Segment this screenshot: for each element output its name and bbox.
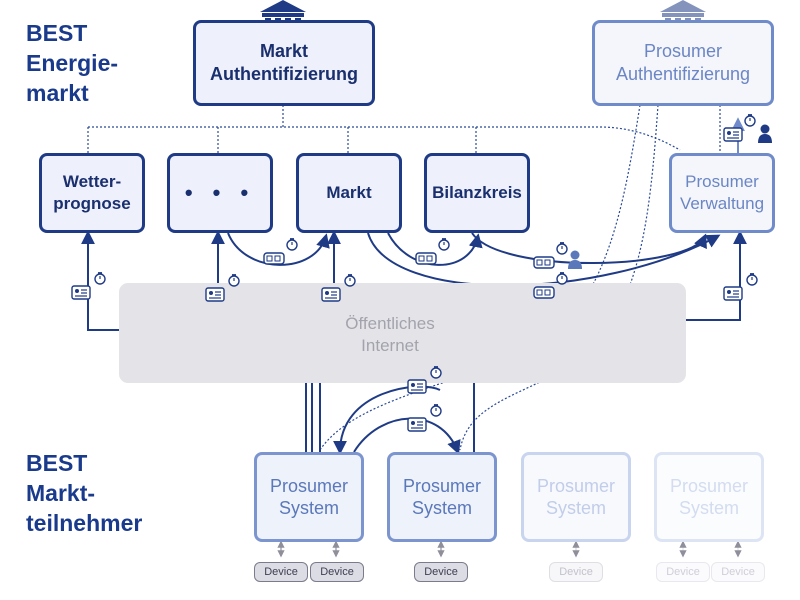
stopwatch-icon <box>744 114 756 127</box>
credential-card-icon <box>205 287 225 302</box>
credential-card-icon <box>407 417 427 432</box>
stopwatch-icon <box>746 273 758 286</box>
token-icon <box>263 252 285 265</box>
token-icon <box>533 256 555 269</box>
stopwatch-icon <box>228 274 240 287</box>
stopwatch-icon <box>286 238 298 251</box>
person-icon <box>568 250 582 269</box>
more-services-box: • • • <box>167 153 273 233</box>
market-side-label: BEST Energie- markt <box>26 20 119 106</box>
bilanzkreis-box: Bilanzkreis <box>424 153 530 233</box>
stopwatch-icon <box>430 404 442 417</box>
credential-card-icon <box>407 379 427 394</box>
stopwatch-icon <box>438 238 450 251</box>
prosumer-system-1: Prosumer System <box>254 452 364 542</box>
device-1: Device <box>254 562 308 582</box>
device-5: Device <box>656 562 710 582</box>
credential-card-icon <box>723 127 743 142</box>
device-4: Device <box>549 562 603 582</box>
credential-card-icon <box>723 286 743 301</box>
prosumer-system-4: Prosumer System <box>654 452 764 542</box>
prosumer-authentifizierung-box: Prosumer Authentifizierung <box>592 20 774 106</box>
credential-card-icon <box>321 287 341 302</box>
stopwatch-icon <box>556 272 568 285</box>
markt-authentifizierung-box: Markt Authentifizierung <box>193 20 375 106</box>
person-icon <box>758 124 772 143</box>
prosumer-system-3: Prosumer System <box>521 452 631 542</box>
participants-side-label: BEST Markt- teilnehmer <box>26 450 143 536</box>
stopwatch-icon <box>94 272 106 285</box>
device-6: Device <box>711 562 765 582</box>
wetterprognose-box: Wetter- prognose <box>39 153 145 233</box>
credential-card-icon <box>71 285 91 300</box>
stopwatch-icon <box>344 274 356 287</box>
stopwatch-icon <box>430 366 442 379</box>
stopwatch-icon <box>556 242 568 255</box>
token-icon <box>533 286 555 299</box>
device-links <box>277 540 742 558</box>
prosumer-verwaltung-box: Prosumer Verwaltung <box>669 153 775 233</box>
prosumer-system-2: Prosumer System <box>387 452 497 542</box>
markt-box: Markt <box>296 153 402 233</box>
internet-label: Öffentliches Internet <box>345 314 435 355</box>
token-icon <box>415 252 437 265</box>
device-3: Device <box>414 562 468 582</box>
device-2: Device <box>310 562 364 582</box>
